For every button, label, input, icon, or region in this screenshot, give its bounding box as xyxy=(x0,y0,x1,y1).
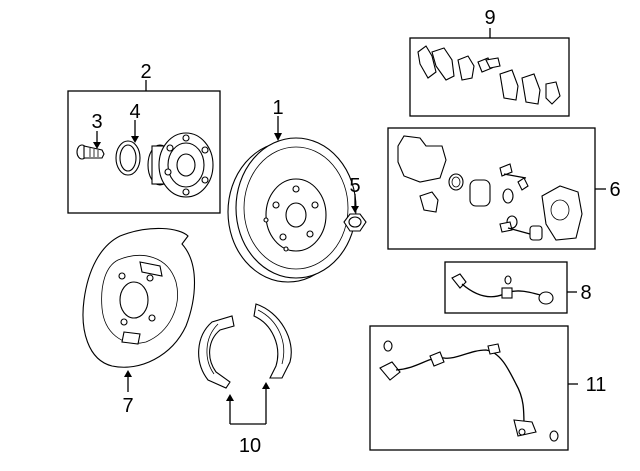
label-speed-sensor: 8 xyxy=(580,282,591,304)
hub-part[interactable] xyxy=(147,132,214,198)
label-o-ring: 4 xyxy=(129,101,140,123)
label-hub-assembly: 2 xyxy=(140,61,151,83)
label-hub-bolt: 3 xyxy=(91,111,102,133)
label-parking-shoes: 10 xyxy=(239,435,261,457)
disc-rotor-part[interactable] xyxy=(227,137,357,283)
backing-plate-part[interactable] xyxy=(82,227,196,368)
brake-pads-box xyxy=(409,37,570,117)
label-sensor-harness: 11 xyxy=(586,374,607,396)
label-hub-nut: 5 xyxy=(349,175,360,197)
label-disc-rotor: 1 xyxy=(272,97,283,119)
label-caliper-assembly: 6 xyxy=(609,179,620,201)
label-backing-plate: 7 xyxy=(122,395,133,417)
hub-assembly-group[interactable] xyxy=(67,80,221,214)
parking-shoes-part[interactable] xyxy=(198,303,292,389)
caliper-assembly-group[interactable] xyxy=(387,127,606,250)
o-ring-part[interactable] xyxy=(115,140,141,176)
label-brake-pads: 9 xyxy=(484,7,495,29)
speed-sensor-group[interactable] xyxy=(444,261,577,314)
sensor-harness-box xyxy=(369,325,569,451)
hub-bolt-part[interactable] xyxy=(76,144,105,160)
sensor-harness-group[interactable] xyxy=(369,325,578,451)
brake-pads-group[interactable] xyxy=(409,28,570,117)
hub-nut-part[interactable] xyxy=(343,213,367,232)
